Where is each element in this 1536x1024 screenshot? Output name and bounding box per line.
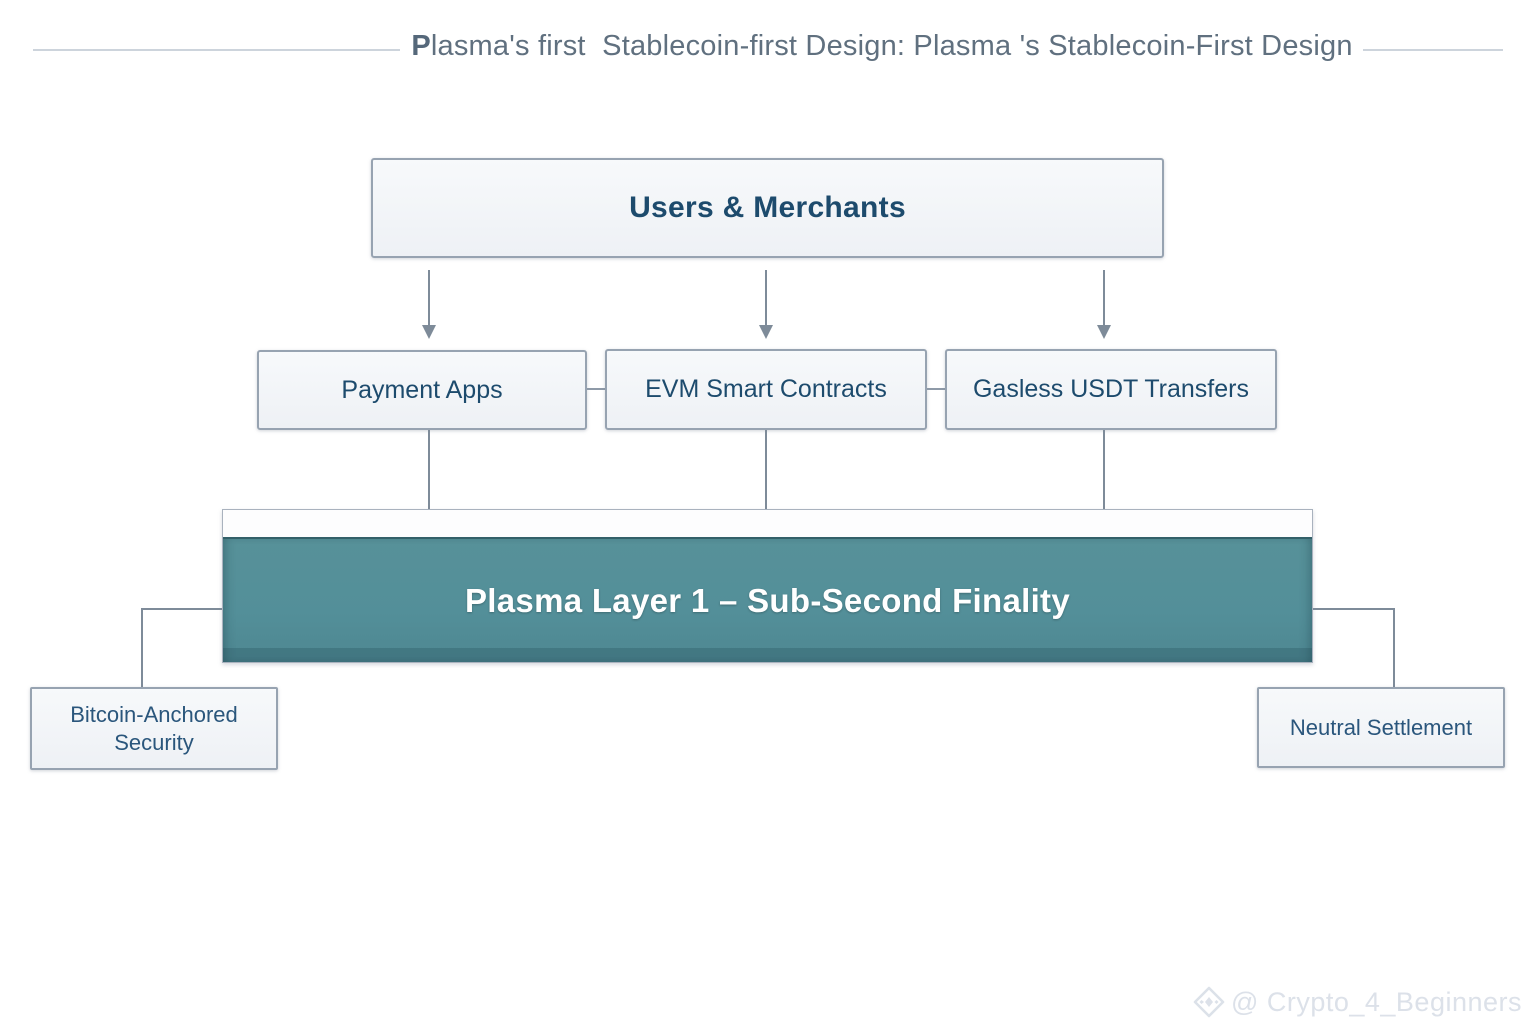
arrow-users-to-evm-contracts bbox=[759, 270, 773, 339]
node-plasma-layer1: Plasma Layer 1 – Sub-Second Finality bbox=[222, 509, 1313, 663]
node-payment-apps-label: Payment Apps bbox=[341, 375, 503, 404]
watermark-text: @ Crypto_4_Beginners bbox=[1230, 986, 1522, 1017]
node-neutral-settlement-label: Neutral Settlement bbox=[1289, 714, 1473, 740]
connector-payment-to-evm bbox=[587, 388, 605, 390]
node-evm-smart-contracts-label: EVM Smart Contracts bbox=[645, 375, 887, 403]
arrow-users-to-gasless-transfers bbox=[1097, 270, 1111, 339]
node-plasma-layer1-label: Plasma Layer 1 – Sub-Second Finality bbox=[464, 581, 1070, 619]
node-users-merchants: Users & Merchants bbox=[371, 158, 1164, 258]
connector-payment-to-layer bbox=[428, 430, 430, 509]
page-title-bold-prefix: P bbox=[411, 30, 431, 62]
connector-gasless-to-layer bbox=[1103, 430, 1105, 509]
title-divider-right bbox=[1363, 49, 1503, 51]
node-users-merchants-label: Users & Merchants bbox=[629, 191, 906, 224]
connector-evm-to-layer bbox=[765, 430, 767, 509]
arrow-users-to-payment-apps bbox=[422, 270, 436, 339]
node-payment-apps: Payment Apps bbox=[257, 350, 587, 430]
diamond-logo-icon bbox=[1193, 986, 1225, 1018]
node-neutral-settlement: Neutral Settlement bbox=[1257, 687, 1505, 768]
page-title: Plasma's first Stablecoin-first Design: … bbox=[408, 30, 1356, 63]
plasma-layer1-teal-band: Plasma Layer 1 – Sub-Second Finality bbox=[223, 537, 1312, 662]
node-bitcoin-anchored-security-label: Bitcoin-Anchored Security bbox=[70, 702, 238, 755]
title-divider-left bbox=[33, 49, 400, 51]
node-gasless-usdt-transfers: Gasless USDT Transfers bbox=[945, 349, 1277, 430]
node-evm-smart-contracts: EVM Smart Contracts bbox=[605, 349, 927, 430]
page-title-rest: lasma's first Stablecoin-first Design: P… bbox=[430, 30, 1353, 62]
watermark: @ Crypto_4_Beginners bbox=[1193, 986, 1522, 1018]
node-bitcoin-anchored-security: Bitcoin-Anchored Security bbox=[30, 687, 278, 770]
connector-evm-to-gasless bbox=[927, 388, 945, 390]
connector-layer-to-bitcoin-security bbox=[141, 608, 222, 687]
connector-layer-to-neutral-settlement bbox=[1313, 608, 1395, 687]
node-gasless-usdt-transfers-label: Gasless USDT Transfers bbox=[972, 375, 1249, 403]
